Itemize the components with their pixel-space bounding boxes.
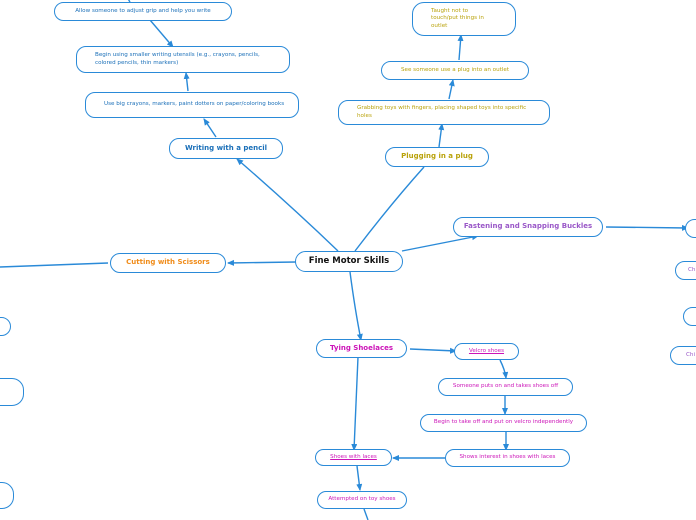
buckles-child-right-2-label: Ch	[688, 266, 696, 273]
edge-plug-1	[438, 123, 445, 148]
edge-shoes-laces	[351, 356, 359, 451]
topic-fastening-buckles[interactable]: Fastening and Snapping Buckles	[453, 217, 603, 237]
writing-step-smaller-utensils[interactable]: Begin using smaller writing utensils (e.…	[76, 46, 290, 73]
buckles-child-right-4-label: Chi	[686, 351, 696, 358]
shoes-velcro-label: Velcro shoes	[468, 347, 505, 354]
central-topic[interactable]: Fine Motor Skills	[295, 251, 403, 272]
edge-center-shoes	[349, 271, 363, 341]
shoes-toy-label: Attempted on toy shoes	[328, 496, 396, 503]
edge-laces-toy	[356, 465, 363, 491]
edge-writing-2	[183, 72, 190, 92]
writing-step-2-label: Begin using smaller writing utensils (e.…	[95, 52, 260, 66]
shoes-laces-label: Shoes with laces	[330, 453, 377, 460]
shoes-shows-interest-laces[interactable]: Shows interest in shoes with laces	[445, 449, 570, 467]
edge-plug-3	[457, 34, 464, 61]
edge-shoes-velcro	[409, 347, 457, 354]
buckles-child-right-3[interactable]	[683, 307, 696, 326]
plug-step-grabbing-toys[interactable]: Grabbing toys with fingers, placing shap…	[338, 100, 550, 125]
edge-plug-2	[448, 79, 455, 100]
plug-step-taught-not-touch[interactable]: Taught not to touch/put things in outlet	[412, 2, 516, 36]
plug-step-1-label: Grabbing toys with fingers, placing shap…	[357, 105, 527, 119]
shoes-begin-independently[interactable]: Begin to take off and put on velcro inde…	[420, 414, 587, 432]
topic-tying-shoelaces[interactable]: Tying Shoelaces	[316, 339, 407, 358]
edge-writing-top	[127, 0, 131, 3]
edge-center-writing	[236, 158, 339, 252]
edge-scissors-left	[0, 262, 109, 268]
edge-buckles-right	[605, 224, 689, 231]
topic-shoes-label: Tying Shoelaces	[329, 343, 394, 352]
shoes-begin-label: Begin to take off and put on velcro inde…	[433, 419, 574, 426]
edge-writing-3	[149, 19, 174, 48]
edge-center-plug	[354, 166, 425, 252]
scissors-child-left-2[interactable]	[0, 378, 24, 406]
topic-plugging-in-plug[interactable]: Plugging in a plug	[385, 147, 489, 167]
shoes-interest-label: Shows interest in shoes with laces	[459, 454, 556, 461]
topic-buckles-label: Fastening and Snapping Buckles	[463, 222, 593, 231]
plug-step-3-label: Taught not to touch/put things in outlet	[431, 8, 484, 29]
shoes-puts-on-label: Someone puts on and takes shoes off	[452, 383, 559, 390]
buckles-child-right-2[interactable]: Ch	[675, 261, 696, 280]
buckles-child-right-4[interactable]: Chi	[670, 346, 696, 365]
plug-step-2-label: See someone use a plug into an outlet	[400, 66, 510, 73]
topic-scissors-label: Cutting with Scissors	[126, 258, 210, 267]
writing-step-3-label: Allow someone to adjust grip and help yo…	[75, 7, 211, 14]
shoes-velcro[interactable]: Velcro shoes	[454, 343, 519, 360]
edge-toy-down	[363, 508, 369, 520]
edge-center-buckles	[401, 234, 479, 252]
writing-step-adjust-grip[interactable]: Allow someone to adjust grip and help yo…	[54, 2, 232, 21]
edge-center-scissors	[227, 259, 297, 266]
shoes-someone-puts-on[interactable]: Someone puts on and takes shoes off	[438, 378, 573, 396]
topic-writing-with-pencil[interactable]: Writing with a pencil	[169, 138, 283, 159]
writing-step-big-crayons[interactable]: Use big crayons, markers, paint dotters …	[85, 92, 299, 118]
shoes-attempted-toy-shoes[interactable]: Attempted on toy shoes	[317, 491, 407, 509]
central-topic-label: Fine Motor Skills	[308, 255, 390, 266]
topic-cutting-scissors[interactable]: Cutting with Scissors	[110, 253, 226, 273]
writing-step-1-label: Use big crayons, markers, paint dotters …	[104, 101, 285, 108]
topic-plug-label: Plugging in a plug	[401, 152, 473, 161]
edge-velcro-puts	[499, 359, 509, 379]
shoes-with-laces[interactable]: Shoes with laces	[315, 449, 392, 466]
topic-writing-label: Writing with a pencil	[184, 143, 268, 152]
buckles-child-right-1[interactable]	[685, 219, 696, 238]
plug-step-see-someone[interactable]: See someone use a plug into an outlet	[381, 61, 529, 80]
edge-writing-1	[203, 118, 217, 138]
